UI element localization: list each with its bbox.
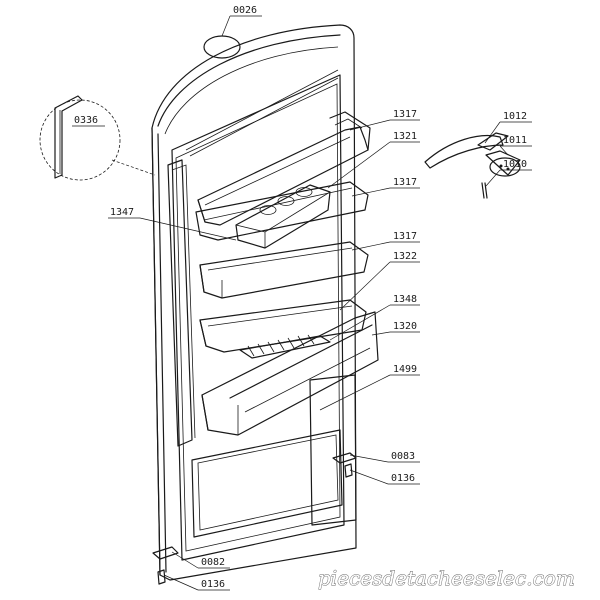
callout-1010: 1010 (500, 159, 532, 171)
svg-text:1499: 1499 (393, 364, 417, 375)
svg-text:0082: 0082 (201, 557, 225, 568)
callout-0136-right: 0136 (388, 473, 420, 485)
bottle-rack-1348 (239, 334, 331, 359)
callout-1317-middle: 1317 (390, 177, 420, 189)
hinge-bottom-right (332, 452, 357, 478)
callout-1347: 1347 (108, 207, 140, 219)
svg-text:0336: 0336 (74, 115, 98, 126)
svg-text:1010: 1010 (503, 159, 527, 170)
svg-text:1012: 1012 (503, 111, 527, 122)
svg-text:0026: 0026 (233, 5, 257, 16)
egg-tray-1321 (235, 184, 331, 249)
callout-1317-top: 1317 (390, 109, 420, 121)
svg-text:1317: 1317 (393, 109, 417, 120)
svg-text:0136: 0136 (201, 579, 225, 590)
svg-text:1317: 1317 (393, 177, 417, 188)
handle-parts (424, 132, 521, 199)
callout-0026: 0026 (230, 5, 262, 17)
callout-1348: 1348 (390, 294, 420, 306)
svg-text:1011: 1011 (503, 135, 527, 146)
callout-0082: 0082 (198, 557, 230, 569)
shelf-1317-top (197, 111, 371, 226)
leader-lines (72, 15, 509, 591)
callout-1321: 1321 (390, 131, 420, 143)
door-bin-1320 (201, 311, 379, 436)
callout-0336: 0336 (74, 115, 98, 126)
shelf-1317-middle (195, 181, 369, 241)
callout-1317-lower: 1317 (390, 231, 420, 243)
svg-text:1320: 1320 (393, 321, 417, 332)
shelf-1317-lower (199, 241, 369, 299)
inset-gasket-detail (39, 95, 156, 181)
hinge-bottom-left (152, 546, 179, 585)
callout-1012: 1012 (500, 111, 532, 123)
door-shell (151, 24, 357, 581)
svg-text:1348: 1348 (393, 294, 417, 305)
shelf-1322 (199, 299, 367, 353)
callout-1322: 1322 (390, 251, 420, 263)
svg-text:0136: 0136 (391, 473, 415, 484)
svg-text:0083: 0083 (391, 451, 415, 462)
watermark-text: piecesdetacheeselec.com (318, 566, 575, 590)
callout-1499: 1499 (390, 364, 420, 376)
svg-text:1347: 1347 (110, 207, 134, 218)
svg-text:1317: 1317 (393, 231, 417, 242)
callout-0083: 0083 (388, 451, 420, 463)
svg-text:1321: 1321 (393, 131, 417, 142)
callout-labels: 0026 0336 1317 1321 1012 1011 1010 1347 (74, 5, 532, 591)
callout-0136-left: 0136 (198, 579, 230, 591)
svg-text:1322: 1322 (393, 251, 417, 262)
callout-1320: 1320 (390, 321, 420, 333)
callout-1011: 1011 (500, 135, 532, 147)
